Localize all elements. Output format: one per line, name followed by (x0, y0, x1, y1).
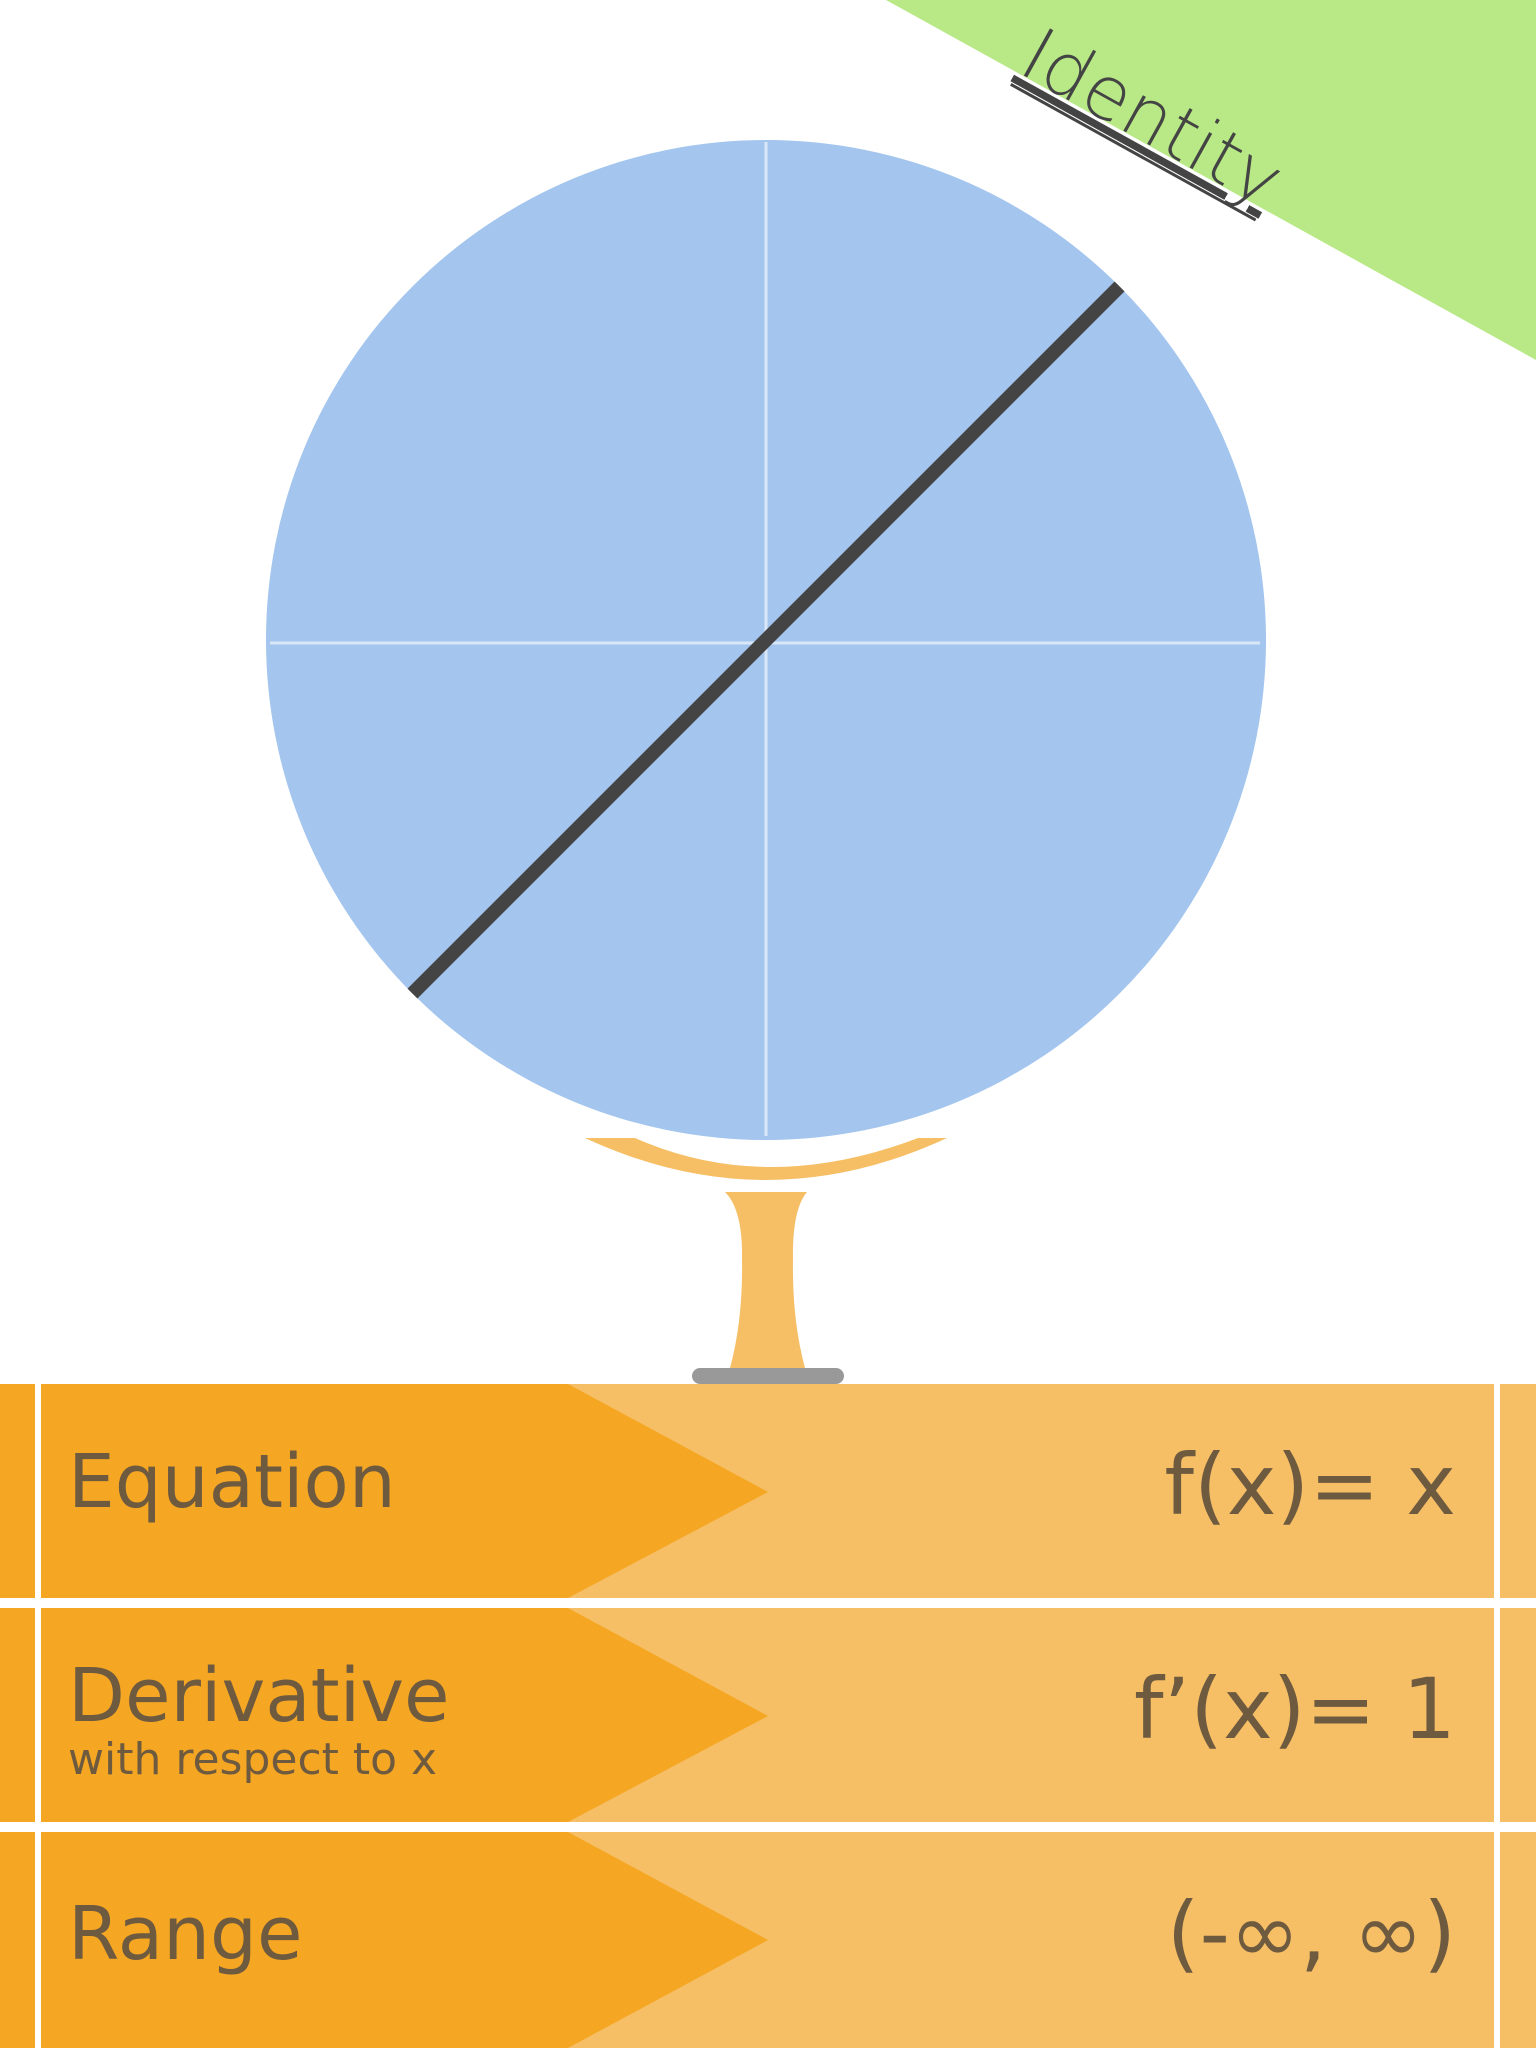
row-label: Derivative with respect to x (68, 1656, 450, 1784)
row-label: Range (68, 1894, 303, 1974)
title-badge (886, 0, 1536, 360)
row-range: Range (-∞, ∞) (0, 1832, 1536, 2048)
row-value: f’(x)= 1 (1133, 1660, 1456, 1758)
row-equation: Equation f(x)= x (0, 1384, 1536, 1598)
row-value: f(x)= x (1164, 1436, 1456, 1534)
row-label-main: Derivative (68, 1653, 450, 1739)
stand-base (692, 1368, 844, 1384)
identity-line (407, 281, 1125, 999)
row-label-main: Equation (68, 1439, 396, 1525)
row-derivative: Derivative with respect to x f’(x)= 1 (0, 1608, 1536, 1822)
row-label: Equation (68, 1442, 396, 1522)
row-divider (0, 1598, 1536, 1608)
title-underline (1010, 83, 1257, 222)
row-background (0, 1832, 1536, 2048)
row-label-sub: with respect to x (68, 1734, 438, 1785)
row-background (0, 1608, 1536, 1822)
card-illustration: Identity (266, 0, 1536, 1384)
row-background (0, 1384, 1536, 1598)
row-value: (-∞, ∞) (1166, 1884, 1456, 1982)
function-plot (266, 140, 1266, 1140)
row-divider (0, 1822, 1536, 1832)
row-label-main: Range (68, 1891, 303, 1977)
globe-stand (585, 1138, 947, 1384)
